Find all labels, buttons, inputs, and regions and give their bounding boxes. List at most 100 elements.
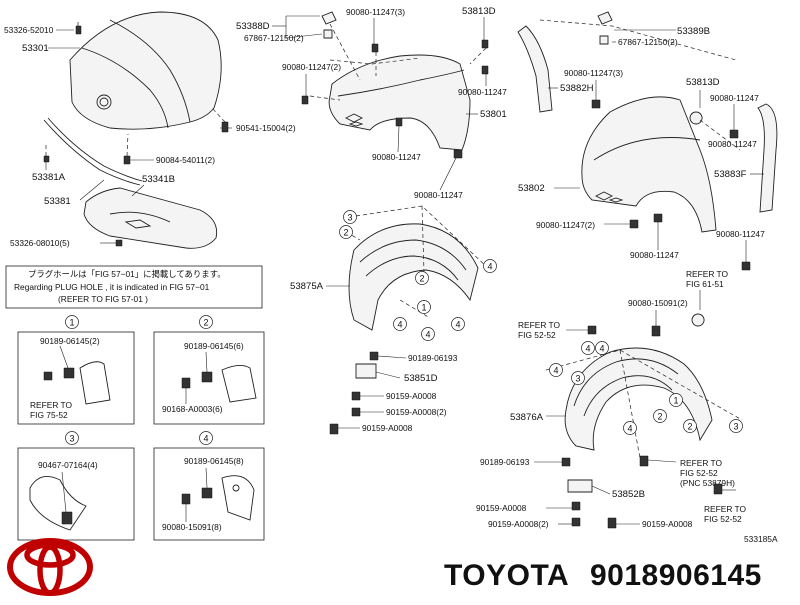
label-right-clip3: 90080-11247(3) xyxy=(564,68,623,78)
label-hood-clip: 53326-52010 xyxy=(4,25,54,35)
detail-1-number: 1 xyxy=(69,318,74,328)
right-ref-4: REFER TO xyxy=(704,504,747,514)
svg-text:1: 1 xyxy=(421,303,426,313)
svg-text:4: 4 xyxy=(627,424,632,434)
detail-4-number: 4 xyxy=(203,434,208,444)
detail-2-part-a: 90189-06145(6) xyxy=(184,341,244,351)
label-bolt-bottom: 90080-11247 xyxy=(372,152,421,162)
hood-insulator xyxy=(83,187,218,249)
label-fender-front: 53801 xyxy=(480,109,507,120)
liner-callouts-left: 3 2 4 2 1 4 4 4 xyxy=(339,210,497,341)
label-bracket-upper: 67867-12150(2) xyxy=(244,33,304,43)
svg-text:4: 4 xyxy=(425,330,430,340)
notice-ref: (REFER TO FIG 57-01 ) xyxy=(58,294,148,304)
label-cushion: 90541-15004(2) xyxy=(236,123,296,133)
right-ref-1: REFER TO xyxy=(686,269,729,279)
label-right-liner-clip: 90080-15091(2) xyxy=(628,298,688,308)
detail-4-part-a: 90189-06145(8) xyxy=(184,456,244,466)
hood-seal-strip xyxy=(43,117,143,186)
svg-text:2: 2 xyxy=(657,412,662,422)
label-right-fender-seal-f: 53883F xyxy=(714,169,747,180)
label-screw-a2: 90159-A0008(2) xyxy=(386,407,447,417)
svg-text:3: 3 xyxy=(575,374,580,384)
label-seal-a: 53381A xyxy=(32,172,66,183)
svg-text:3: 3 xyxy=(347,213,352,223)
right-ref-3-fig: FIG 52-52 xyxy=(680,468,718,478)
label-right-liner-clip2: 90189-06193 xyxy=(480,457,530,467)
fender-liner-right xyxy=(564,347,713,451)
right-fender-rear-seal xyxy=(757,103,778,213)
svg-text:2: 2 xyxy=(343,228,348,238)
right-ref-2-fig: FIG 52-52 xyxy=(518,330,556,340)
label-grommet: 90084-54011(2) xyxy=(156,155,215,165)
label-right-fender: 53802 xyxy=(518,183,545,194)
front-fender-right xyxy=(581,96,717,233)
svg-text:4: 4 xyxy=(397,320,402,330)
label-screw-a3: 90159-A0008 xyxy=(362,423,413,433)
detail-2-part-b: 90168-A0003(6) xyxy=(162,404,223,414)
detail-2: 2 90189-06145(6) 90168-A0003(6) xyxy=(153,315,265,425)
svg-text:4: 4 xyxy=(585,344,590,354)
detail-2-number: 2 xyxy=(203,318,208,328)
svg-text:2: 2 xyxy=(687,422,692,432)
label-seal-b: 53341B xyxy=(142,174,175,185)
detail-1: 1 90189-06145(2) REFER TO FIG 75-52 xyxy=(17,315,135,425)
label-right-screw2: 90159-A0008(2) xyxy=(488,519,549,529)
diagram-code: 533185A xyxy=(744,534,778,544)
label-liner-left: 53875A xyxy=(290,281,324,292)
hood-drawing xyxy=(69,11,222,130)
label-right-mount: 53852B xyxy=(612,489,645,500)
front-fender-left xyxy=(328,54,471,151)
toyota-logo xyxy=(7,538,93,596)
label-right-bracket: 67867-12150(2) xyxy=(618,37,678,47)
liner-callouts-right: 4 4 4 3 2 1 2 3 4 xyxy=(549,341,743,435)
label-right-bolt-r: 90080-11247 xyxy=(710,93,759,103)
label-clip-fender-left: 90080-11247(2) xyxy=(282,62,341,72)
label-seal-upper: 53388D xyxy=(236,21,270,32)
svg-text:4: 4 xyxy=(599,344,604,354)
label-right-fender-seal: 53882H xyxy=(560,83,594,94)
detail-4-part-b: 90080-15091(8) xyxy=(162,522,222,532)
detail-1-part: 90189-06145(2) xyxy=(40,336,100,346)
part-number-title: 9018906145 xyxy=(590,559,762,592)
label-right-screw: 90159-A0008 xyxy=(476,503,527,513)
right-ref-2: REFER TO xyxy=(518,320,561,330)
fender-liner-left xyxy=(348,223,479,331)
label-right-bolt-r2: 90080-11247 xyxy=(708,139,757,149)
label-right-liner: 53876A xyxy=(510,412,544,423)
label-liner-mount: 53851D xyxy=(404,373,438,384)
notice-jp: プラグホールは「FIG 57−01」に掲載してあります。 xyxy=(28,269,226,279)
detail-1-ref-fig: FIG 75-52 xyxy=(30,410,68,420)
svg-text:4: 4 xyxy=(553,366,558,376)
detail-3: 3 90467-07164(4) xyxy=(17,431,135,541)
label-clip-lower: 53326-08010(5) xyxy=(10,238,70,248)
notice-box xyxy=(5,265,263,309)
svg-text:4: 4 xyxy=(455,320,460,330)
svg-text:1: 1 xyxy=(673,396,678,406)
detail-3-number: 3 xyxy=(69,434,74,444)
detail-1-ref: REFER TO xyxy=(30,400,73,410)
label-right-clip-bottom3: 90080-11247 xyxy=(716,229,765,239)
svg-text:4: 4 xyxy=(487,262,492,272)
label-clip-upper: 90080-11247(3) xyxy=(346,7,405,17)
label-seal-main: 53381 xyxy=(44,196,71,207)
label-clip-liner: 90189-06193 xyxy=(408,353,458,363)
svg-text:2: 2 xyxy=(419,274,424,284)
right-ref-3-pnc: (PNC 53879H) xyxy=(680,478,735,488)
label-hood: 53301 xyxy=(22,43,49,54)
label-right-clip-r: 53813D xyxy=(686,77,720,88)
label-right-clip-bottom2: 90080-11247 xyxy=(630,250,679,260)
detail-3-part: 90467-07164(4) xyxy=(38,460,98,470)
detail-4: 4 90189-06145(8) 90080-15091(8) xyxy=(153,431,265,541)
label-clip-fender-right: 90080-11247 xyxy=(458,87,507,97)
label-clip-right-top: 53813D xyxy=(462,6,496,17)
label-right-screw3: 90159-A0008 xyxy=(642,519,693,529)
right-ref-3: REFER TO xyxy=(680,458,723,468)
notice-en: Regarding PLUG HOLE , it is indicated in… xyxy=(14,282,210,292)
label-bolt-bottom2: 90080-11247 xyxy=(414,190,463,200)
label-right-seal: 53389B xyxy=(677,26,710,37)
label-right-clip-bottom: 90080-11247(2) xyxy=(536,220,595,230)
brand-name: TOYOTA xyxy=(444,559,569,592)
